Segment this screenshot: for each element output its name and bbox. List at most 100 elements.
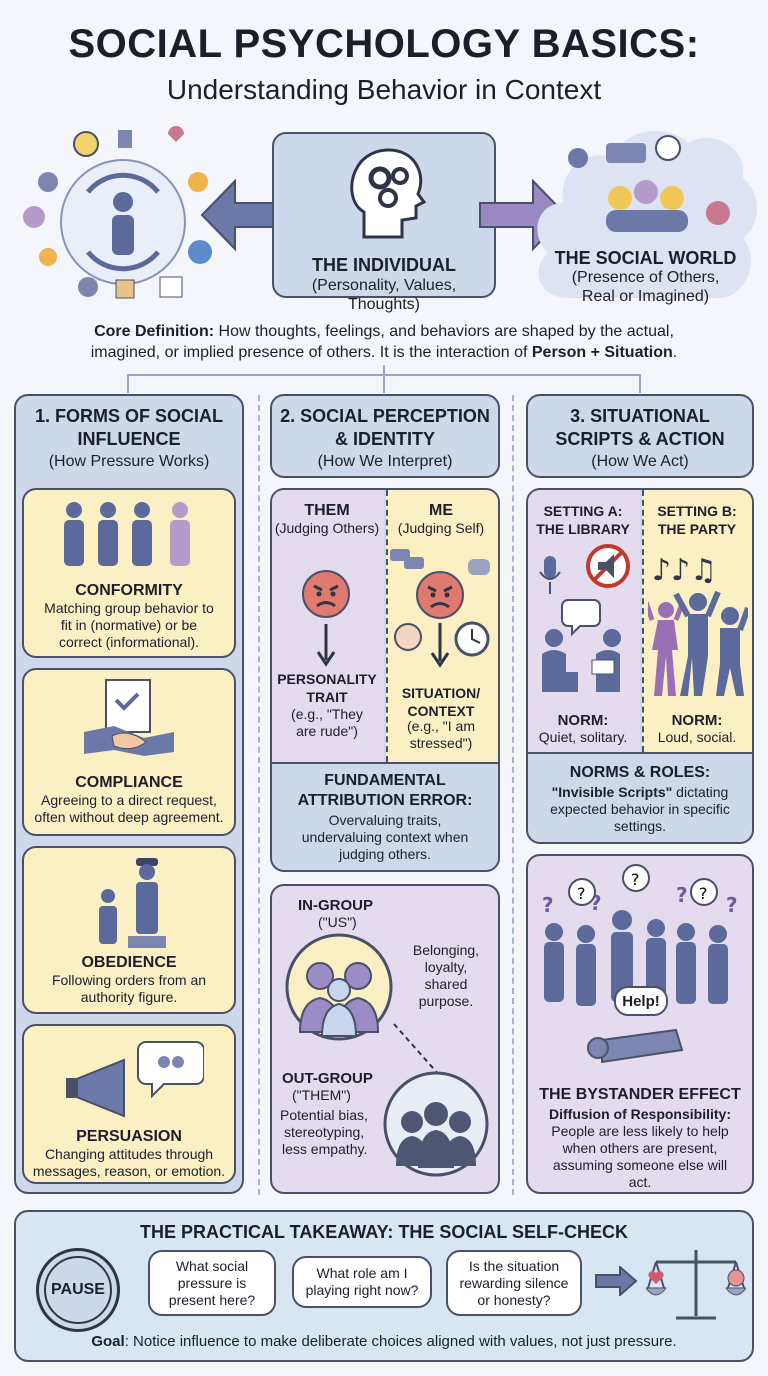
column-divider <box>512 395 514 1195</box>
setting-a-label: SETTING A: <box>543 503 623 519</box>
page-subtitle: Understanding Behavior in Context <box>166 74 602 105</box>
conformity-desc1: Matching group behavior to <box>44 600 214 616</box>
head-gears-icon <box>346 142 426 242</box>
col2-header <box>270 394 500 478</box>
col3-header <box>526 394 754 478</box>
svg-text:?: ? <box>699 884 708 903</box>
ingroup-desc2: loyalty, <box>424 959 468 975</box>
individual-card: THE INDIVIDUAL (Personality, Values, Tho… <box>272 132 496 313</box>
fae-title: FUNDAMENTAL <box>324 772 446 789</box>
compliance-desc2: often without deep agreement. <box>34 809 224 825</box>
col1-title: 1. FORMS OF SOCIAL <box>34 406 223 426</box>
conformity-title: CONFORMITY <box>75 582 183 599</box>
me-example-2: stressed") <box>409 735 473 751</box>
persuasion-title: PERSUASION <box>76 1128 182 1145</box>
takeaway-title: THE PRACTICAL TAKEAWAY: THE SOCIAL SELF-… <box>139 1222 629 1242</box>
them-example-2: are rude") <box>296 723 358 739</box>
svg-text:♪♪♫: ♪♪♫ <box>652 553 717 588</box>
obedience-title: OBEDIENCE <box>81 954 177 971</box>
conformity-card: CONFORMITY Matching group behavior to fi… <box>22 488 236 658</box>
outgroup-sub: ("THEM") <box>292 1087 351 1103</box>
compliance-card: COMPLIANCE Agreeing to a direct request,… <box>22 668 236 836</box>
fae-desc2: undervaluing context when <box>301 829 469 845</box>
megaphone-icon <box>64 1032 204 1128</box>
individual-subtitle: (Personality, Values, Thoughts) <box>311 277 457 313</box>
ingroup-desc4: purpose. <box>418 993 474 1009</box>
balance-scale-icon <box>646 1244 746 1324</box>
setting-b-name: THE PARTY <box>657 521 737 537</box>
bystander-crowd-icon: ???? ? ? ? <box>536 862 744 1078</box>
help-bubble: Help! <box>614 986 668 1016</box>
them-panel <box>272 490 384 762</box>
social-world-cloud <box>528 118 763 313</box>
me-label: ME <box>429 502 453 519</box>
me-result-2: CONTEXT <box>407 703 475 719</box>
library-readers-icon <box>534 542 634 702</box>
ingroup-sub: ("US") <box>318 914 357 930</box>
outgroup-desc1: Potential bias, <box>280 1107 368 1123</box>
conformity-desc2: fit in (normative) or be <box>60 617 198 633</box>
me-result-1: SITUATION/ <box>401 685 481 701</box>
library-norm-label: NORM: <box>557 712 609 729</box>
core-definition: Core Definition: How thoughts, feelings,… <box>94 323 674 340</box>
norms-roles-desc1: "Invisible Scripts" dictating <box>551 784 729 800</box>
individual-icon-cluster <box>18 122 228 312</box>
svg-text:?: ? <box>577 884 586 903</box>
norms-roles-desc3: settings. <box>613 818 667 834</box>
col3-subtitle: (How We Act) <box>591 453 689 470</box>
page-title: SOCIAL PSYCHOLOGY BASICS: <box>68 22 700 66</box>
them-example-1: (e.g., "They <box>291 706 363 722</box>
individual-title: THE INDIVIDUAL <box>312 255 456 275</box>
col1-subtitle: (How Pressure Works) <box>48 453 210 470</box>
dashed-connector <box>390 1020 450 1080</box>
goal-statement: Goal: Notice influence to make deliberat… <box>91 1333 677 1350</box>
them-result-2: TRAIT <box>306 689 348 705</box>
svg-text:?: ? <box>590 891 602 915</box>
col2-subtitle: (How We Interpret) <box>317 453 453 470</box>
outgroup-desc2: stereotyping, <box>284 1124 365 1140</box>
norms-roles-desc2: expected behavior in specific <box>550 801 730 817</box>
norms-roles-title: NORMS & ROLES: <box>569 764 711 781</box>
col1-title-2: INFLUENCE <box>77 429 181 449</box>
group-figures-icon <box>60 500 200 568</box>
ingroup-icon <box>284 932 394 1042</box>
fae-desc3: judging others. <box>339 846 431 862</box>
pause-label: PAUSE <box>44 1256 112 1324</box>
compliance-desc1: Agreeing to a direct request, <box>41 792 217 808</box>
bystander-desc2: when others are present, <box>562 1140 718 1156</box>
svg-text:?: ? <box>726 893 738 917</box>
bystander-card <box>526 854 754 1194</box>
panel-divider <box>528 752 752 754</box>
outgroup-desc3: less empathy. <box>282 1141 368 1157</box>
column-divider <box>258 395 260 1195</box>
col2-title-2: & IDENTITY <box>334 429 435 449</box>
obedience-card: OBEDIENCE Following orders from an autho… <box>22 846 236 1014</box>
pause-button[interactable]: PAUSE <box>36 1248 120 1332</box>
social-world-sub2: Real or Imagined) <box>581 288 710 305</box>
bystander-title: THE BYSTANDER EFFECT <box>539 1086 741 1103</box>
stressed-face-icon <box>390 545 496 673</box>
party-norm-label: NORM: <box>671 712 723 729</box>
social-world-title: THE SOCIAL WORLD <box>554 248 737 268</box>
persuasion-card: PERSUASION Changing attitudes through me… <box>22 1024 236 1184</box>
svg-text:?: ? <box>542 893 554 917</box>
col3-title-2: SCRIPTS & ACTION <box>555 429 725 449</box>
col3-title: 3. SITUATIONAL <box>570 406 710 426</box>
party-norm: Loud, social. <box>657 729 737 745</box>
conformity-desc3: correct (informational). <box>58 634 200 650</box>
persuasion-desc2: messages, reason, or emotion. <box>32 1163 226 1179</box>
authority-figure-icon <box>92 856 172 950</box>
connector-lines <box>120 365 650 395</box>
setting-b-label: SETTING B: <box>657 503 737 519</box>
obedience-desc2: authority figure. <box>80 989 178 1005</box>
col2-title: 2. SOCIAL PERCEPTION <box>280 406 490 426</box>
fae-desc1: Overvaluing traits, <box>328 812 442 828</box>
panel-divider <box>272 762 498 764</box>
angry-face-icon <box>300 568 352 674</box>
party-dancers-icon: ♪♪♫ <box>648 546 748 702</box>
them-sublabel: (Judging Others) <box>274 520 380 536</box>
attribution-panel <box>270 488 500 872</box>
them-label: THEM <box>304 502 350 519</box>
